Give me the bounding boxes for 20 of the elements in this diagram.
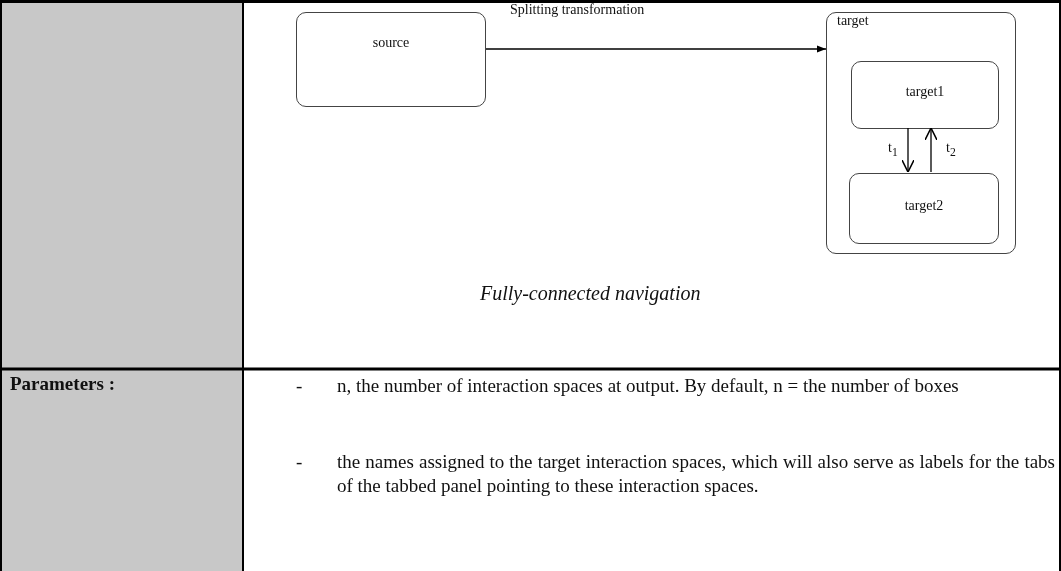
- box-label: target2: [904, 198, 944, 214]
- arrow: [901, 127, 915, 173]
- arrow: [485, 45, 827, 53]
- arrow: [924, 127, 938, 173]
- edge-label: t$_{2}$: [946, 140, 956, 159]
- list-item-text: the names assigned to the target interaction spaces, which will also serve as labels for the tabs of the tabbed panel pointing to these interaction spaces.: [337, 450, 1055, 498]
- list-dash: -: [296, 450, 304, 474]
- edge-label: Splitting transformation: [510, 2, 645, 18]
- rounded-box: [849, 173, 999, 244]
- edge-label: t$_{1}$: [888, 140, 898, 159]
- rounded-box: [851, 61, 999, 129]
- box-label: source: [372, 35, 410, 51]
- box-label: target: [837, 13, 869, 29]
- caption: Fully-connected navigation: [480, 282, 701, 305]
- list-item-text: n, the number of interaction spaces at output. By default, n = the number of boxes: [337, 374, 960, 398]
- list-dash: -: [296, 374, 304, 398]
- rounded-box: [296, 12, 486, 107]
- container-box: [826, 12, 1016, 254]
- box-label: target1: [905, 84, 945, 100]
- row-heading: Parameters :: [10, 372, 116, 396]
